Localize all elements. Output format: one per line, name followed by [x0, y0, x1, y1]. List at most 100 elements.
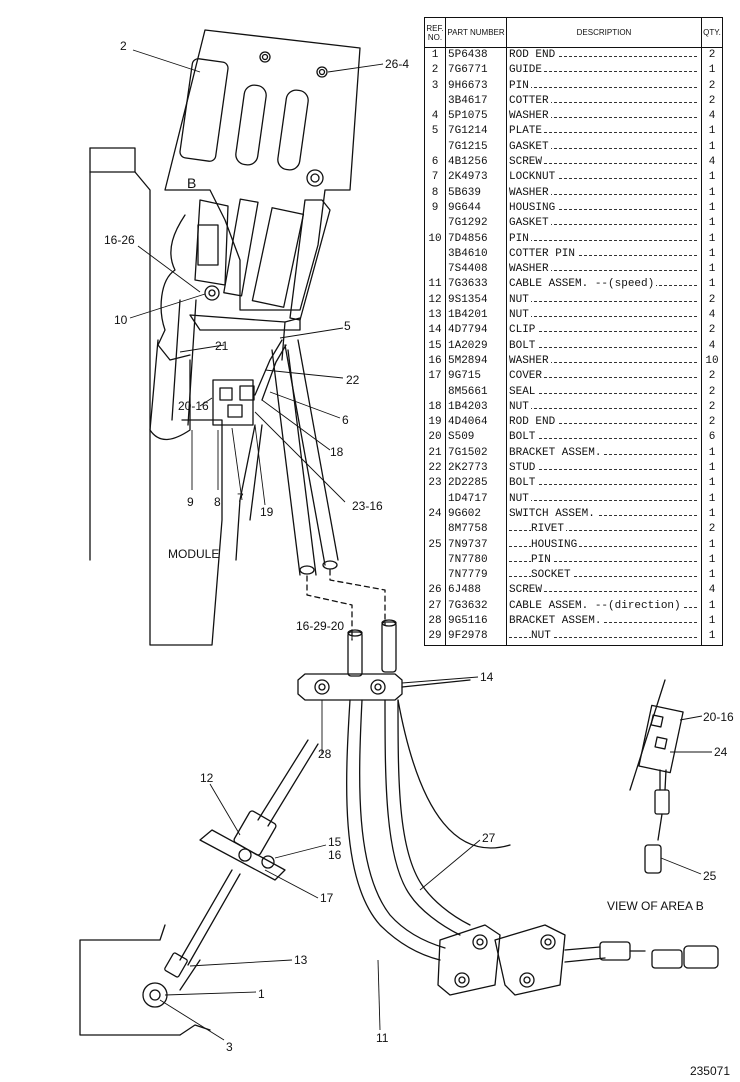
callout-15: 15	[328, 835, 342, 849]
description-text: SCREW	[509, 584, 545, 597]
dotted-leader	[509, 163, 697, 165]
part-number-cell: 5P1075	[445, 109, 507, 125]
qty-cell: 1	[708, 569, 716, 582]
dotted-leader	[509, 453, 697, 455]
dotted-leader	[509, 300, 697, 302]
part-number-cell: 9G644	[445, 200, 507, 217]
ref-cell	[424, 246, 446, 263]
part-number-cell: 7G1214	[445, 124, 507, 140]
header-part-number: PART NUMBER	[445, 17, 507, 48]
part-number-cell: 2K2773	[445, 461, 507, 477]
dotted-leader	[509, 560, 697, 562]
part-number-cell: 1B4203	[445, 399, 507, 416]
qty-cell: 4	[708, 309, 716, 322]
description-text: COTTER PIN	[509, 247, 578, 260]
dotted-leader	[509, 193, 697, 195]
qty-cell: 2	[708, 523, 716, 536]
qty-cell: 1	[708, 263, 716, 276]
description-cell: NUT	[506, 399, 702, 416]
ref-cell	[424, 216, 446, 232]
ref-cell: 7	[424, 170, 446, 186]
header-ref-no: REF. NO.	[424, 17, 446, 48]
area-b-label: B	[187, 175, 196, 191]
description-text: NUT	[509, 293, 531, 306]
description-cell: COTTER PIN	[506, 246, 702, 263]
description-text: SOCKET	[531, 569, 573, 582]
module-label: MODULE	[168, 547, 219, 561]
qty-cell: 2	[708, 49, 716, 61]
description-cell: COVER	[506, 369, 702, 385]
description-cell: WASHER	[506, 109, 702, 125]
dotted-leader	[509, 117, 697, 119]
part-number-cell: 8M5661	[445, 384, 507, 400]
diagram-number: 235071	[689, 1064, 730, 1078]
description-cell: NUT	[506, 292, 702, 309]
description-text: STUD	[509, 462, 538, 475]
description-text: GASKET	[509, 140, 551, 153]
description-cell: BRACKET ASSEM.	[506, 445, 702, 462]
ref-cell: 15	[424, 338, 446, 354]
description-cell: NUT	[506, 629, 702, 646]
qty-cell: 2	[708, 400, 716, 413]
callout-20-16: 20-16	[178, 399, 209, 413]
dotted-leader	[509, 270, 697, 272]
ref-cell: 2	[424, 63, 446, 79]
qty-cell: 1	[708, 64, 716, 77]
description-cell: GUIDE	[506, 63, 702, 79]
callout-24: 24	[714, 745, 728, 759]
qty-cell: 1	[708, 492, 716, 505]
ref-cell	[424, 491, 446, 507]
description-cell: ROD END	[506, 415, 702, 431]
qty-cell: 4	[708, 339, 716, 352]
description-cell: LOCKNUT	[506, 170, 702, 186]
part-number-cell: 7S4408	[445, 262, 507, 278]
description-cell: BOLT	[506, 476, 702, 492]
description-cell: SOCKET	[506, 568, 702, 584]
qty-cell: 2	[708, 79, 716, 92]
description-cell: CLIP	[506, 323, 702, 339]
callout-9: 9	[187, 495, 194, 509]
callout-1: 1	[258, 987, 265, 1001]
part-number-cell: 5P6438	[445, 47, 507, 64]
description-text: RIVET	[531, 523, 567, 536]
part-number-cell: 8M7758	[445, 522, 507, 538]
module-outline	[89, 147, 223, 646]
callout-20-16-b: 20-16	[703, 710, 734, 724]
description-text: HOUSING	[509, 201, 558, 214]
dotted-leader	[509, 392, 697, 394]
table-row: 8M7758 RIVET 2	[424, 522, 723, 538]
dotted-leader	[509, 361, 697, 363]
cable-11	[346, 699, 441, 961]
dotted-leader	[509, 346, 697, 348]
description-text: ROD END	[509, 416, 558, 429]
dotted-leader	[509, 239, 697, 241]
part-number-cell: 1B4201	[445, 308, 507, 324]
ref-cell: 21	[424, 445, 446, 462]
ref-cell: 13	[424, 308, 446, 324]
qty-cell: 1	[708, 247, 716, 260]
dotted-leader	[509, 469, 697, 471]
ref-cell: 5	[424, 124, 446, 140]
callout-2: 2	[120, 39, 127, 53]
description-text: COVER	[509, 370, 545, 383]
description-cell: SCREW	[506, 583, 702, 599]
dotted-leader	[509, 621, 697, 623]
callout-12: 12	[200, 771, 214, 785]
part-number-cell: 5M2894	[445, 353, 507, 370]
description-cell: ROD END	[506, 47, 702, 64]
callout-13: 13	[294, 953, 308, 967]
part-number-cell: 7G6771	[445, 63, 507, 79]
header-description: DESCRIPTION	[506, 17, 702, 48]
